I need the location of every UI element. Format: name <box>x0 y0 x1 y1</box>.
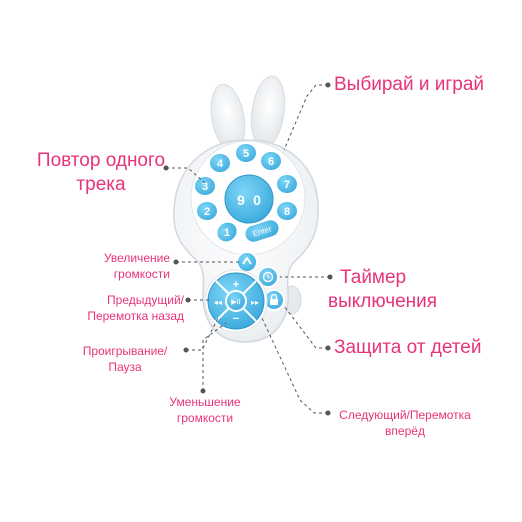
key-6[interactable]: 6 <box>259 150 283 172</box>
label-volume-down: Уменьшение громкости <box>150 394 260 426</box>
previous-button[interactable]: ◂◂ <box>214 298 222 307</box>
center-pad <box>224 174 274 224</box>
label-previous-line1: Предыдущий/ <box>107 293 184 307</box>
label-select-play: Выбирай и играй <box>334 74 485 95</box>
repeat-icon <box>242 256 252 265</box>
label-next: Следующий/Перемотка вперёд <box>330 407 480 439</box>
svg-text:2: 2 <box>204 206 210 218</box>
key-enter[interactable]: Enter <box>242 217 282 245</box>
label-play-pause: Проигрывание/ Пауза <box>70 343 180 375</box>
label-child-lock: Защита от детей <box>334 337 482 358</box>
label-repeat-line1: Повтор одного <box>36 150 166 171</box>
label-volume-down-line2: громкости <box>176 411 234 425</box>
key-7[interactable]: 7 <box>275 173 299 195</box>
play-pause-button[interactable]: ▶II <box>231 298 241 306</box>
volume-down-button[interactable]: − <box>233 313 239 325</box>
repeat-button[interactable] <box>236 251 258 273</box>
lock-icon <box>270 293 278 305</box>
key-8[interactable]: 8 <box>275 200 299 222</box>
label-previous-line2: Перемотка назад <box>87 309 184 323</box>
label-timer-line1: Таймер <box>340 267 407 288</box>
next-button[interactable]: ▸▸ <box>251 298 259 307</box>
label-repeat-track: Повтор одного трека <box>36 149 166 197</box>
key-2[interactable]: 2 <box>195 200 219 222</box>
key-1[interactable]: 1 <box>212 217 242 246</box>
label-volume-up-line2: громкости <box>113 267 170 281</box>
label-volume-down-line1: Уменьшение <box>169 395 241 409</box>
key-0[interactable]: 0 <box>253 192 261 208</box>
key-3[interactable]: 3 <box>193 175 217 197</box>
leader-dots <box>163 82 333 416</box>
key-4[interactable]: 4 <box>208 152 232 174</box>
label-next-line2: вперёд <box>385 424 425 438</box>
label-repeat-line2: трека <box>76 174 126 195</box>
control-pad <box>204 269 268 333</box>
svg-text:4: 4 <box>217 158 224 170</box>
label-next-line1: Следующий/Перемотка <box>339 408 471 422</box>
timer-button[interactable] <box>257 266 279 288</box>
label-volume-up: Увеличение громкости <box>80 250 170 282</box>
label-play-pause-line2: Пауза <box>108 360 142 374</box>
label-volume-up-line1: Увеличение <box>103 251 170 265</box>
svg-text:5: 5 <box>243 148 249 160</box>
svg-text:8: 8 <box>284 206 290 218</box>
svg-text:1: 1 <box>224 227 230 239</box>
label-previous: Предыдущий/ Перемотка назад <box>60 292 184 324</box>
svg-text:7: 7 <box>284 179 290 191</box>
volume-up-button[interactable]: + <box>233 279 239 291</box>
label-timer-line2: выключения <box>328 291 438 312</box>
key-9[interactable]: 9 <box>237 192 245 208</box>
svg-text:3: 3 <box>202 181 208 193</box>
ear-right <box>250 75 286 149</box>
key-5[interactable]: 5 <box>234 142 258 164</box>
label-play-pause-line1: Проигрывание/ <box>82 344 168 358</box>
svg-text:6: 6 <box>268 156 274 168</box>
timer-icon <box>262 271 274 283</box>
leader-lines <box>166 84 330 414</box>
label-timer: Таймер выключения <box>328 266 437 314</box>
